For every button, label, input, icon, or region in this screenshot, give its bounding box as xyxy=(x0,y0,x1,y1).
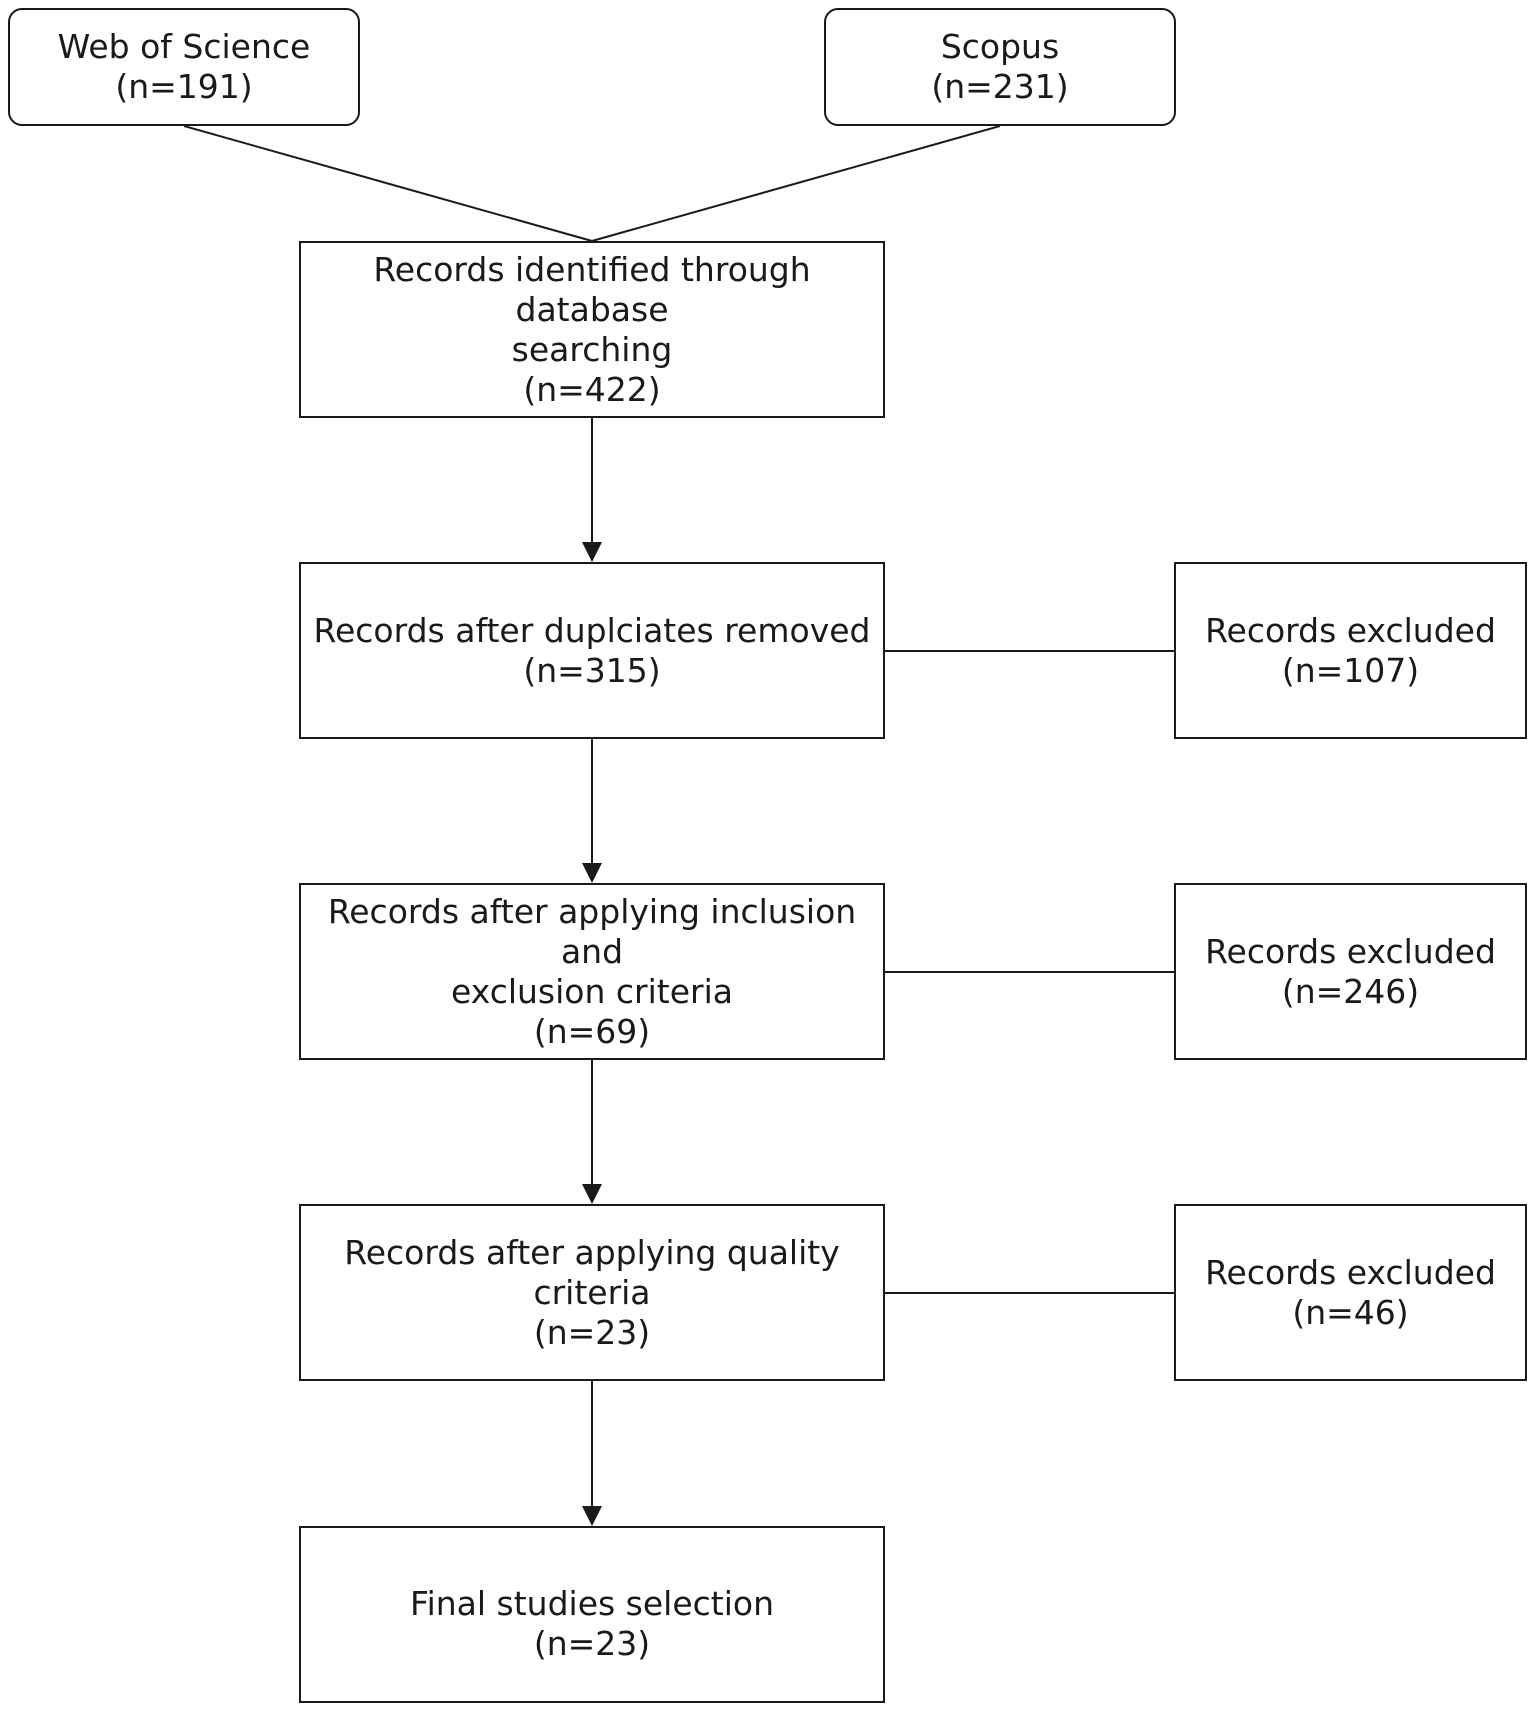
arrowhead xyxy=(582,1184,602,1204)
final-selection-node: Final studies selection (n=23) xyxy=(299,1526,885,1703)
records-excluded-node-3: Records excluded (n=46) xyxy=(1174,1204,1527,1381)
node-count: (n=46) xyxy=(1292,1292,1409,1332)
node-label-line1: Records identified through database xyxy=(373,249,811,329)
node-label: Records excluded xyxy=(1205,1252,1496,1292)
arrowhead xyxy=(582,1506,602,1526)
web-of-science-node: Web of Science (n=191) xyxy=(8,8,360,126)
edge-wos-to-identified xyxy=(183,125,593,242)
node-count: (n=231) xyxy=(931,67,1069,106)
node-count: (n=23) xyxy=(533,1623,651,1663)
node-label-line2: exclusion criteria xyxy=(451,971,733,1011)
node-count: (n=23) xyxy=(533,1312,651,1352)
arrowhead xyxy=(582,542,602,562)
records-identified-node: Records identified through database sear… xyxy=(299,241,885,418)
node-label: Final studies selection xyxy=(409,1583,774,1623)
node-label: Records excluded xyxy=(1205,931,1496,971)
arrowhead xyxy=(582,863,602,883)
scopus-node: Scopus (n=231) xyxy=(824,8,1176,126)
records-excluded-node-1: Records excluded (n=107) xyxy=(1174,562,1527,739)
node-label: Records after duplciates removed xyxy=(313,610,871,650)
node-count: (n=69) xyxy=(533,1011,651,1051)
node-count: (n=191) xyxy=(115,67,253,106)
node-count: (n=315) xyxy=(523,650,661,690)
node-label: Records excluded xyxy=(1205,610,1496,650)
node-label-line1: Records after applying inclusion and xyxy=(327,891,857,971)
inclusion-exclusion-node: Records after applying inclusion and exc… xyxy=(299,883,885,1060)
node-label-line2: searching xyxy=(511,329,673,369)
records-excluded-node-2: Records excluded (n=246) xyxy=(1174,883,1527,1060)
node-count: (n=107) xyxy=(1281,650,1420,690)
quality-criteria-node: Records after applying quality criteria … xyxy=(299,1204,885,1381)
node-label: Records after applying quality criteria xyxy=(344,1232,840,1312)
node-count: (n=246) xyxy=(1281,971,1420,1011)
duplicates-removed-node: Records after duplciates removed (n=315) xyxy=(299,562,885,739)
edge-scopus-to-identified xyxy=(591,125,1001,242)
node-label: Scopus xyxy=(940,27,1060,66)
node-label: Web of Science xyxy=(57,27,311,66)
node-count: (n=422) xyxy=(523,369,661,409)
